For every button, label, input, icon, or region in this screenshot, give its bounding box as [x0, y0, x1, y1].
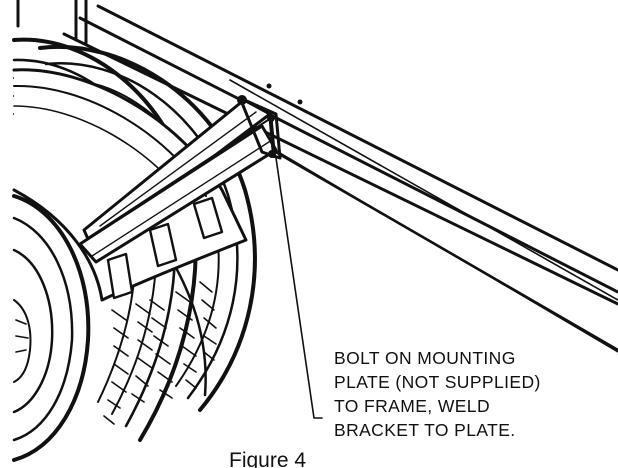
vertical-post [16, 0, 88, 46]
bolt-mid [267, 114, 275, 122]
callout-leader-line [275, 157, 323, 419]
wheel-rim [12, 194, 91, 462]
callout-line-4: BRACKET TO PLATE. [334, 420, 516, 440]
frame-rail [62, 4, 618, 353]
callout-line-1: BOLT ON MOUNTING [334, 348, 516, 368]
mounting-plate [237, 83, 303, 160]
bolt-upper [237, 95, 247, 105]
callout-line-3: TO FRAME, WELD [334, 396, 490, 416]
callout-text-block: BOLT ON MOUNTING PLATE (NOT SUPPLIED) TO… [334, 348, 541, 440]
bracket-arm [78, 98, 278, 264]
bolt-lower [268, 150, 276, 158]
callout-line-2: PLATE (NOT SUPPLIED) [334, 372, 541, 392]
figure-caption: Figure 4 [229, 449, 306, 468]
